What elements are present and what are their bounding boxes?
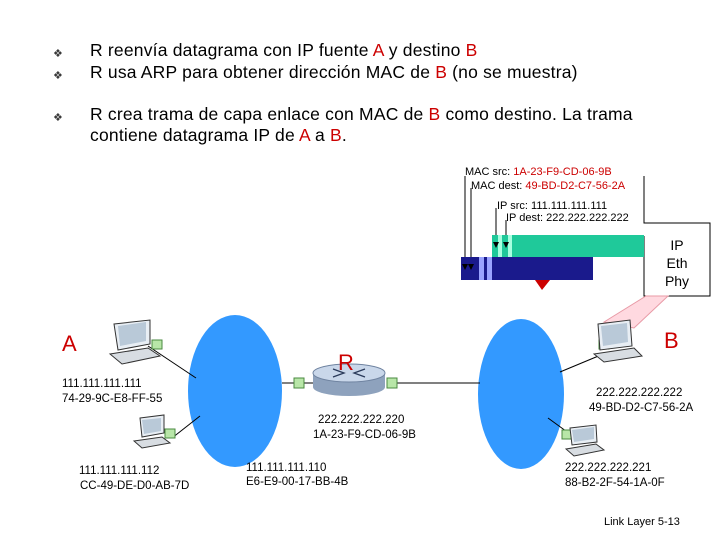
- datagram-bar-right: [572, 235, 644, 257]
- datagram-stripe: [498, 235, 502, 257]
- host-b-label: B: [664, 328, 679, 354]
- router-left-mac: E6-E9-00-17-BB-4B: [246, 476, 348, 489]
- host-left-mac: CC-49-DE-D0-AB-7D: [80, 480, 189, 493]
- page-number: 5-13: [658, 516, 680, 528]
- stack-layer-ip: IP: [644, 236, 710, 254]
- frame-stripe: [487, 257, 492, 280]
- network-right: [478, 319, 564, 469]
- stack-layer-phy: Phy: [644, 272, 710, 290]
- router-right-mac: 1A-23-F9-CD-06-9B: [313, 429, 416, 442]
- protocol-stack: IP Eth Phy: [644, 236, 710, 290]
- datagram-bar: [492, 235, 572, 257]
- slide-footer: Link Layer 5-13: [604, 516, 680, 528]
- mac-src-label: MAC src: 1A-23-F9-CD-06-9B: [465, 166, 612, 179]
- host-a-ip: 111.111.111.111: [62, 378, 142, 391]
- footer-label: Link Layer: [604, 516, 655, 528]
- stack-layer-eth: Eth: [644, 254, 710, 272]
- network-left: [188, 315, 282, 467]
- datagram-stripe: [508, 235, 512, 257]
- mac-dest-label: MAC dest: 49-BD-D2-C7-56-2A: [471, 180, 625, 193]
- host-b-ip: 222.222.222.222: [596, 387, 682, 400]
- frame-arrow-icon: [535, 280, 550, 290]
- ip-dest-label: IP dest: 222.222.222.222: [506, 212, 629, 225]
- router-r-label: R: [338, 350, 354, 376]
- host-left-ip: 111.111.111.112: [79, 465, 159, 478]
- frame-stripe: [479, 257, 484, 280]
- host-a-mac: 74-29-9C-E8-FF-55: [62, 393, 162, 406]
- host-right-mac: 88-B2-2F-54-1A-0F: [565, 477, 665, 490]
- host-b-mac: 49-BD-D2-C7-56-2A: [589, 402, 693, 415]
- host-right-ip: 222.222.222.221: [565, 462, 651, 475]
- router-right-ip: 222.222.222.220: [318, 414, 404, 427]
- mac-src-value: 1A-23-F9-CD-06-9B: [513, 166, 611, 178]
- computer-icon-host-right: [566, 425, 604, 456]
- router-left-ip: 111.111.111.110: [246, 462, 326, 475]
- mac-dest-value: 49-BD-D2-C7-56-2A: [525, 180, 625, 192]
- host-a-label: A: [62, 331, 77, 357]
